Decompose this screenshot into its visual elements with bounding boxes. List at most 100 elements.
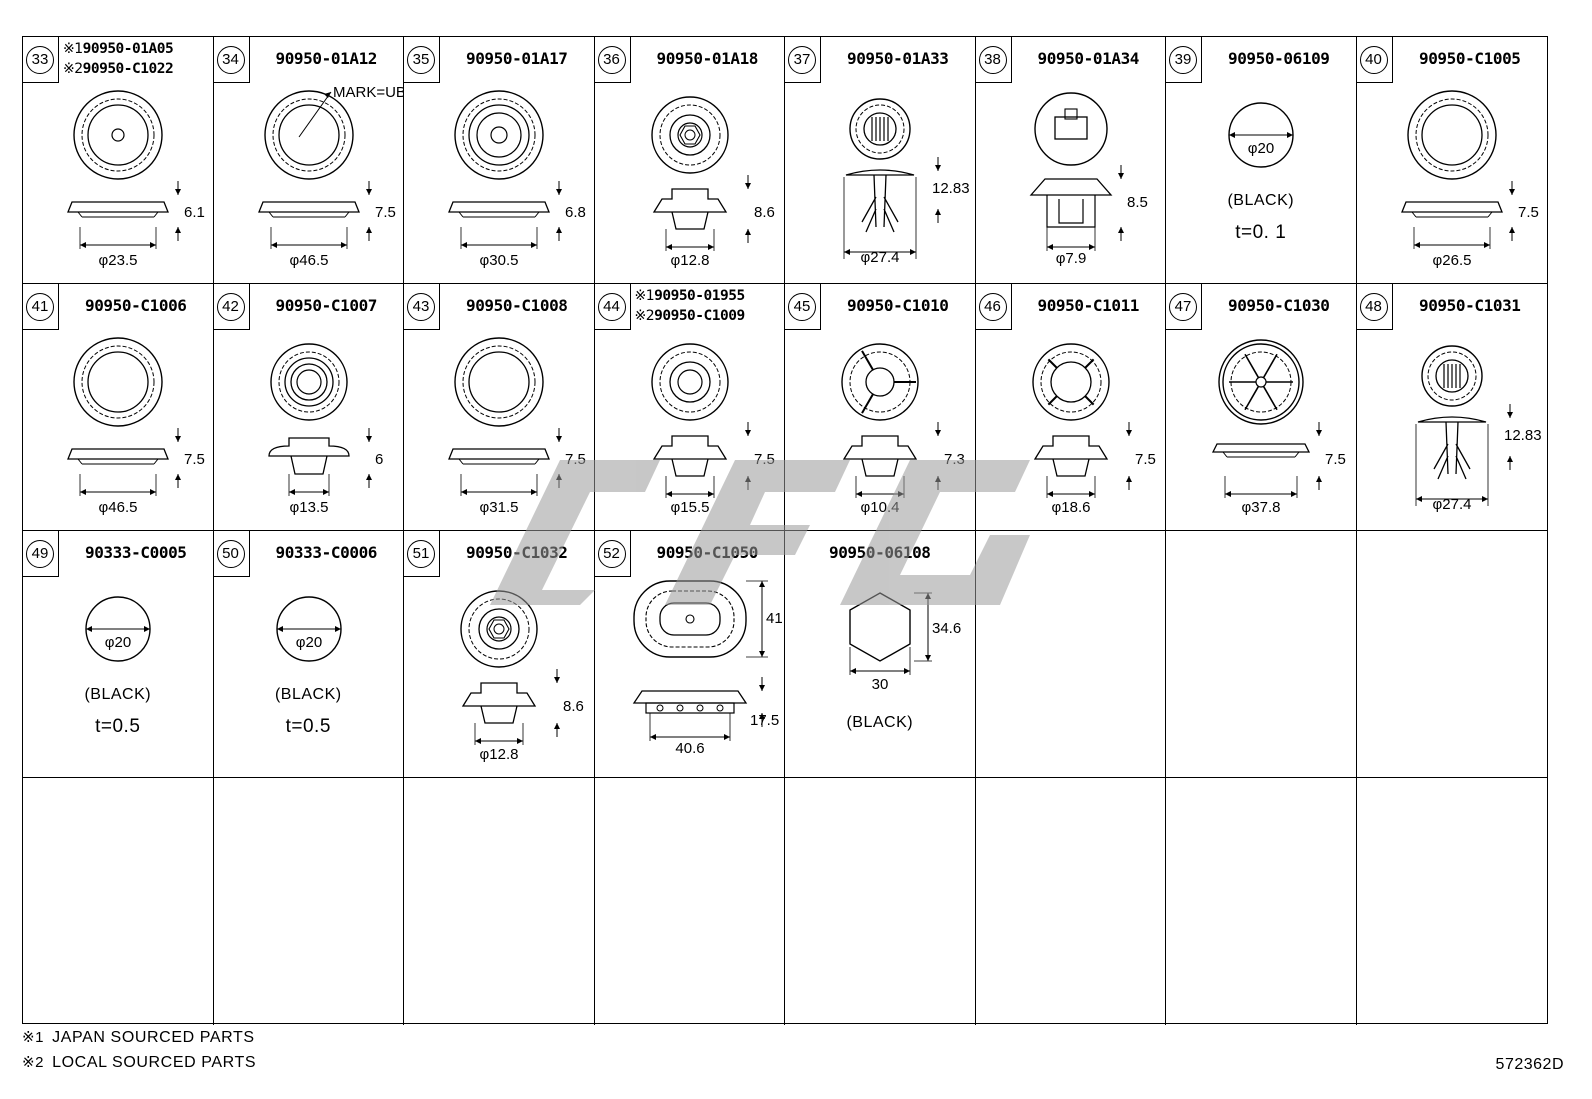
dimension-label: φ46.5 [289, 252, 328, 269]
part-number: 90333-C0006 [275, 543, 378, 562]
ref-number: 46 [978, 293, 1007, 321]
part-number: 90950-C1005 [1418, 49, 1521, 68]
empty-cell [975, 531, 1166, 778]
dimension-label: 6.1 [184, 204, 205, 221]
source-mark: ※1 [634, 288, 655, 304]
ref-number: 43 [407, 293, 435, 321]
dimension-label: 7.5 [1325, 451, 1346, 468]
part-number-text: 90950-C1022 [82, 61, 174, 77]
part-drawing: φ20 [275, 596, 342, 662]
footnote-mark: ※2 [22, 1054, 45, 1071]
ref-number: 42 [216, 293, 245, 321]
part-drawing: 34.630 [849, 592, 961, 693]
part-number: 90950-C1006 [84, 296, 187, 315]
part-number-text: 90950-01955 [654, 288, 745, 304]
part-number: ※190950-01955 [635, 288, 785, 304]
part-drawing: φ20 [1228, 102, 1294, 168]
part-number: 90950-06109 [1227, 49, 1330, 68]
ref-badge: 51 [404, 531, 440, 577]
ref-badge: 36 [594, 37, 631, 83]
empty-cell [976, 778, 1166, 1025]
ref-badge: 49 [23, 531, 59, 577]
part-number: ※190950-01A05 [63, 41, 213, 57]
dimension-label: φ7.9 [1055, 250, 1086, 267]
color-note: (BLACK) [84, 686, 152, 703]
color-note: (BLACK) [274, 686, 342, 703]
dimension-label: φ18.6 [1051, 499, 1090, 516]
ref-badge: 35 [404, 37, 440, 83]
ref-number: 33 [26, 46, 54, 74]
part-drawing: φ20 [85, 596, 151, 662]
ref-number: 39 [1169, 46, 1197, 74]
part-number-text: 90950-01A05 [82, 41, 174, 57]
dimension-label: 34.6 [932, 620, 961, 637]
dimension-label: φ31.5 [480, 499, 519, 516]
dimension-label: 7.5 [565, 451, 586, 468]
dimension-label: 12.83 [1504, 427, 1542, 444]
footnote-text: JAPAN SOURCED PARTS [52, 1029, 255, 1046]
dimension-label: φ13.5 [289, 499, 328, 516]
dimension-label: 40.6 [675, 740, 704, 757]
part-drawing: 41 17.5 40.6 [632, 580, 783, 757]
ref-number: 47 [1169, 293, 1197, 321]
thickness-note: t=0.5 [95, 716, 141, 737]
part-number: ※290950-C1022 [63, 61, 213, 77]
dimension-label: φ23.5 [99, 252, 138, 269]
ref-number: 41 [26, 293, 54, 321]
callout-label: MARK=UBC [333, 84, 404, 101]
part-number: 90950-C1031 [1418, 296, 1521, 315]
ref-badge: 41 [23, 284, 59, 330]
ref-badge: 38 [975, 37, 1012, 83]
ref-badge: 34 [213, 37, 250, 83]
dimension-label: 6 [375, 451, 383, 468]
ref-number: 50 [216, 540, 245, 568]
dimension-label: φ27.4 [861, 249, 900, 266]
dimension-label: φ27.4 [1432, 496, 1471, 513]
ref-badge: 43 [404, 284, 440, 330]
dimension-label: φ12.8 [480, 746, 519, 763]
color-note: (BLACK) [846, 714, 914, 731]
part-drawing: 8.5φ7.9 [1029, 92, 1147, 267]
empty-cell [1357, 778, 1548, 1025]
ref-number: 48 [1359, 293, 1388, 321]
ref-badge: 45 [785, 284, 821, 330]
dimension-label: φ26.5 [1432, 252, 1471, 269]
ref-number: 44 [597, 293, 626, 321]
ref-number: 36 [597, 46, 626, 74]
dimension-label: φ30.5 [480, 252, 519, 269]
part-number: 90950-C1008 [465, 296, 568, 315]
ref-number: 34 [216, 46, 245, 74]
dimension-label: 7.5 [375, 204, 396, 221]
dimension-label: 7.5 [1135, 451, 1156, 468]
thickness-note: t=0. 1 [1235, 222, 1287, 243]
part-drawing: MARK=UBC 7.5 φ46.5 [257, 84, 404, 269]
ref-badge: 39 [1166, 37, 1202, 83]
ref-badge: 37 [785, 37, 821, 83]
part-drawing: 6 φ13.5 [267, 343, 383, 516]
dimension-label: 41 [766, 610, 783, 627]
dimension-label: 7.5 [184, 451, 205, 468]
dimension-label: 17.5 [750, 712, 779, 729]
dimension-label: 8.6 [754, 204, 775, 221]
empty-cell [1166, 531, 1357, 778]
dimension-label: 7.5 [754, 451, 775, 468]
